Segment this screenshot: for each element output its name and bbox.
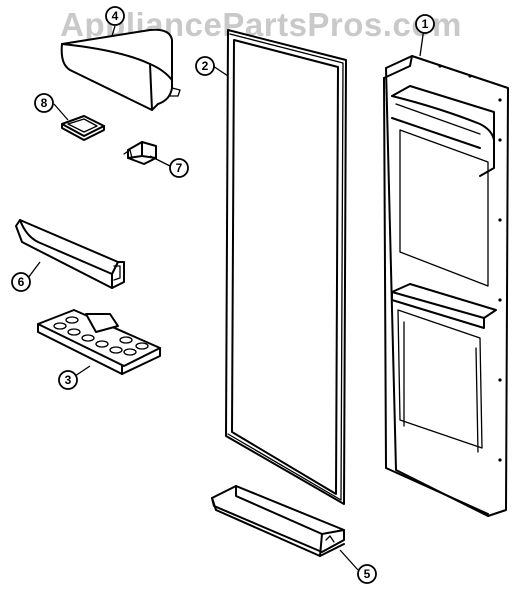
callout-5: 5 — [357, 564, 377, 584]
part-4-dairy-door — [60, 28, 181, 111]
callout-6-label: 6 — [18, 275, 25, 289]
part-8-tray — [61, 115, 105, 141]
callout-2: 2 — [195, 56, 215, 76]
part-6-door-shelf — [15, 219, 125, 289]
callout-4: 4 — [105, 6, 125, 26]
callout-3-label: 3 — [65, 373, 72, 387]
part-1-door-liner — [383, 55, 509, 517]
callout-7-label: 7 — [176, 161, 183, 175]
callout-3: 3 — [58, 370, 78, 390]
callout-1: 1 — [415, 14, 435, 34]
callout-8-label: 8 — [41, 96, 48, 110]
part-7-clip — [123, 141, 157, 165]
callout-2-label: 2 — [202, 59, 209, 73]
part-5-door-bin — [211, 485, 345, 557]
callout-4-label: 4 — [112, 9, 119, 23]
callout-7: 7 — [169, 158, 189, 178]
callout-8: 8 — [34, 93, 54, 113]
callout-5-label: 5 — [364, 567, 371, 581]
callout-6: 6 — [11, 272, 31, 292]
part-3-egg-tray — [37, 309, 161, 375]
part-2-door-gasket — [225, 29, 347, 505]
callout-1-label: 1 — [422, 17, 429, 31]
